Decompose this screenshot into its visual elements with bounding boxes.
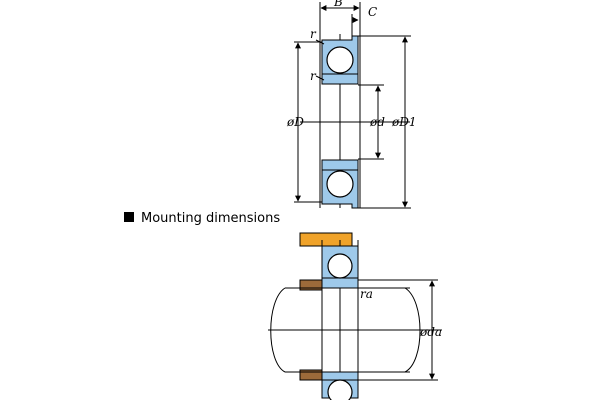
- r-leader-inner: [315, 75, 325, 81]
- mount-bottom-ball: [327, 379, 353, 400]
- shaft-break-right: [404, 287, 421, 373]
- r-label-inner: r: [310, 69, 317, 83]
- D1-label: øD1: [391, 115, 416, 129]
- C-label: C: [368, 5, 377, 19]
- da-label: øda: [419, 325, 442, 339]
- heading-bullet: [124, 212, 134, 222]
- mounting-dimensions-heading: Mounting dimensions: [141, 211, 280, 226]
- mount-top-ball: [327, 253, 353, 279]
- shaft-break-left: [270, 287, 286, 373]
- bottom-ball: [326, 170, 354, 198]
- bearing-section: B C r r øD ød øD1: [286, 0, 416, 209]
- top-ball: [326, 46, 354, 74]
- ra-label: ra: [360, 287, 373, 301]
- B-label: B: [333, 0, 343, 9]
- r-label-top: r: [310, 27, 317, 41]
- D-label: øD: [286, 115, 304, 129]
- d-label: ød: [369, 115, 385, 129]
- mounting-section: ra øda: [268, 232, 442, 400]
